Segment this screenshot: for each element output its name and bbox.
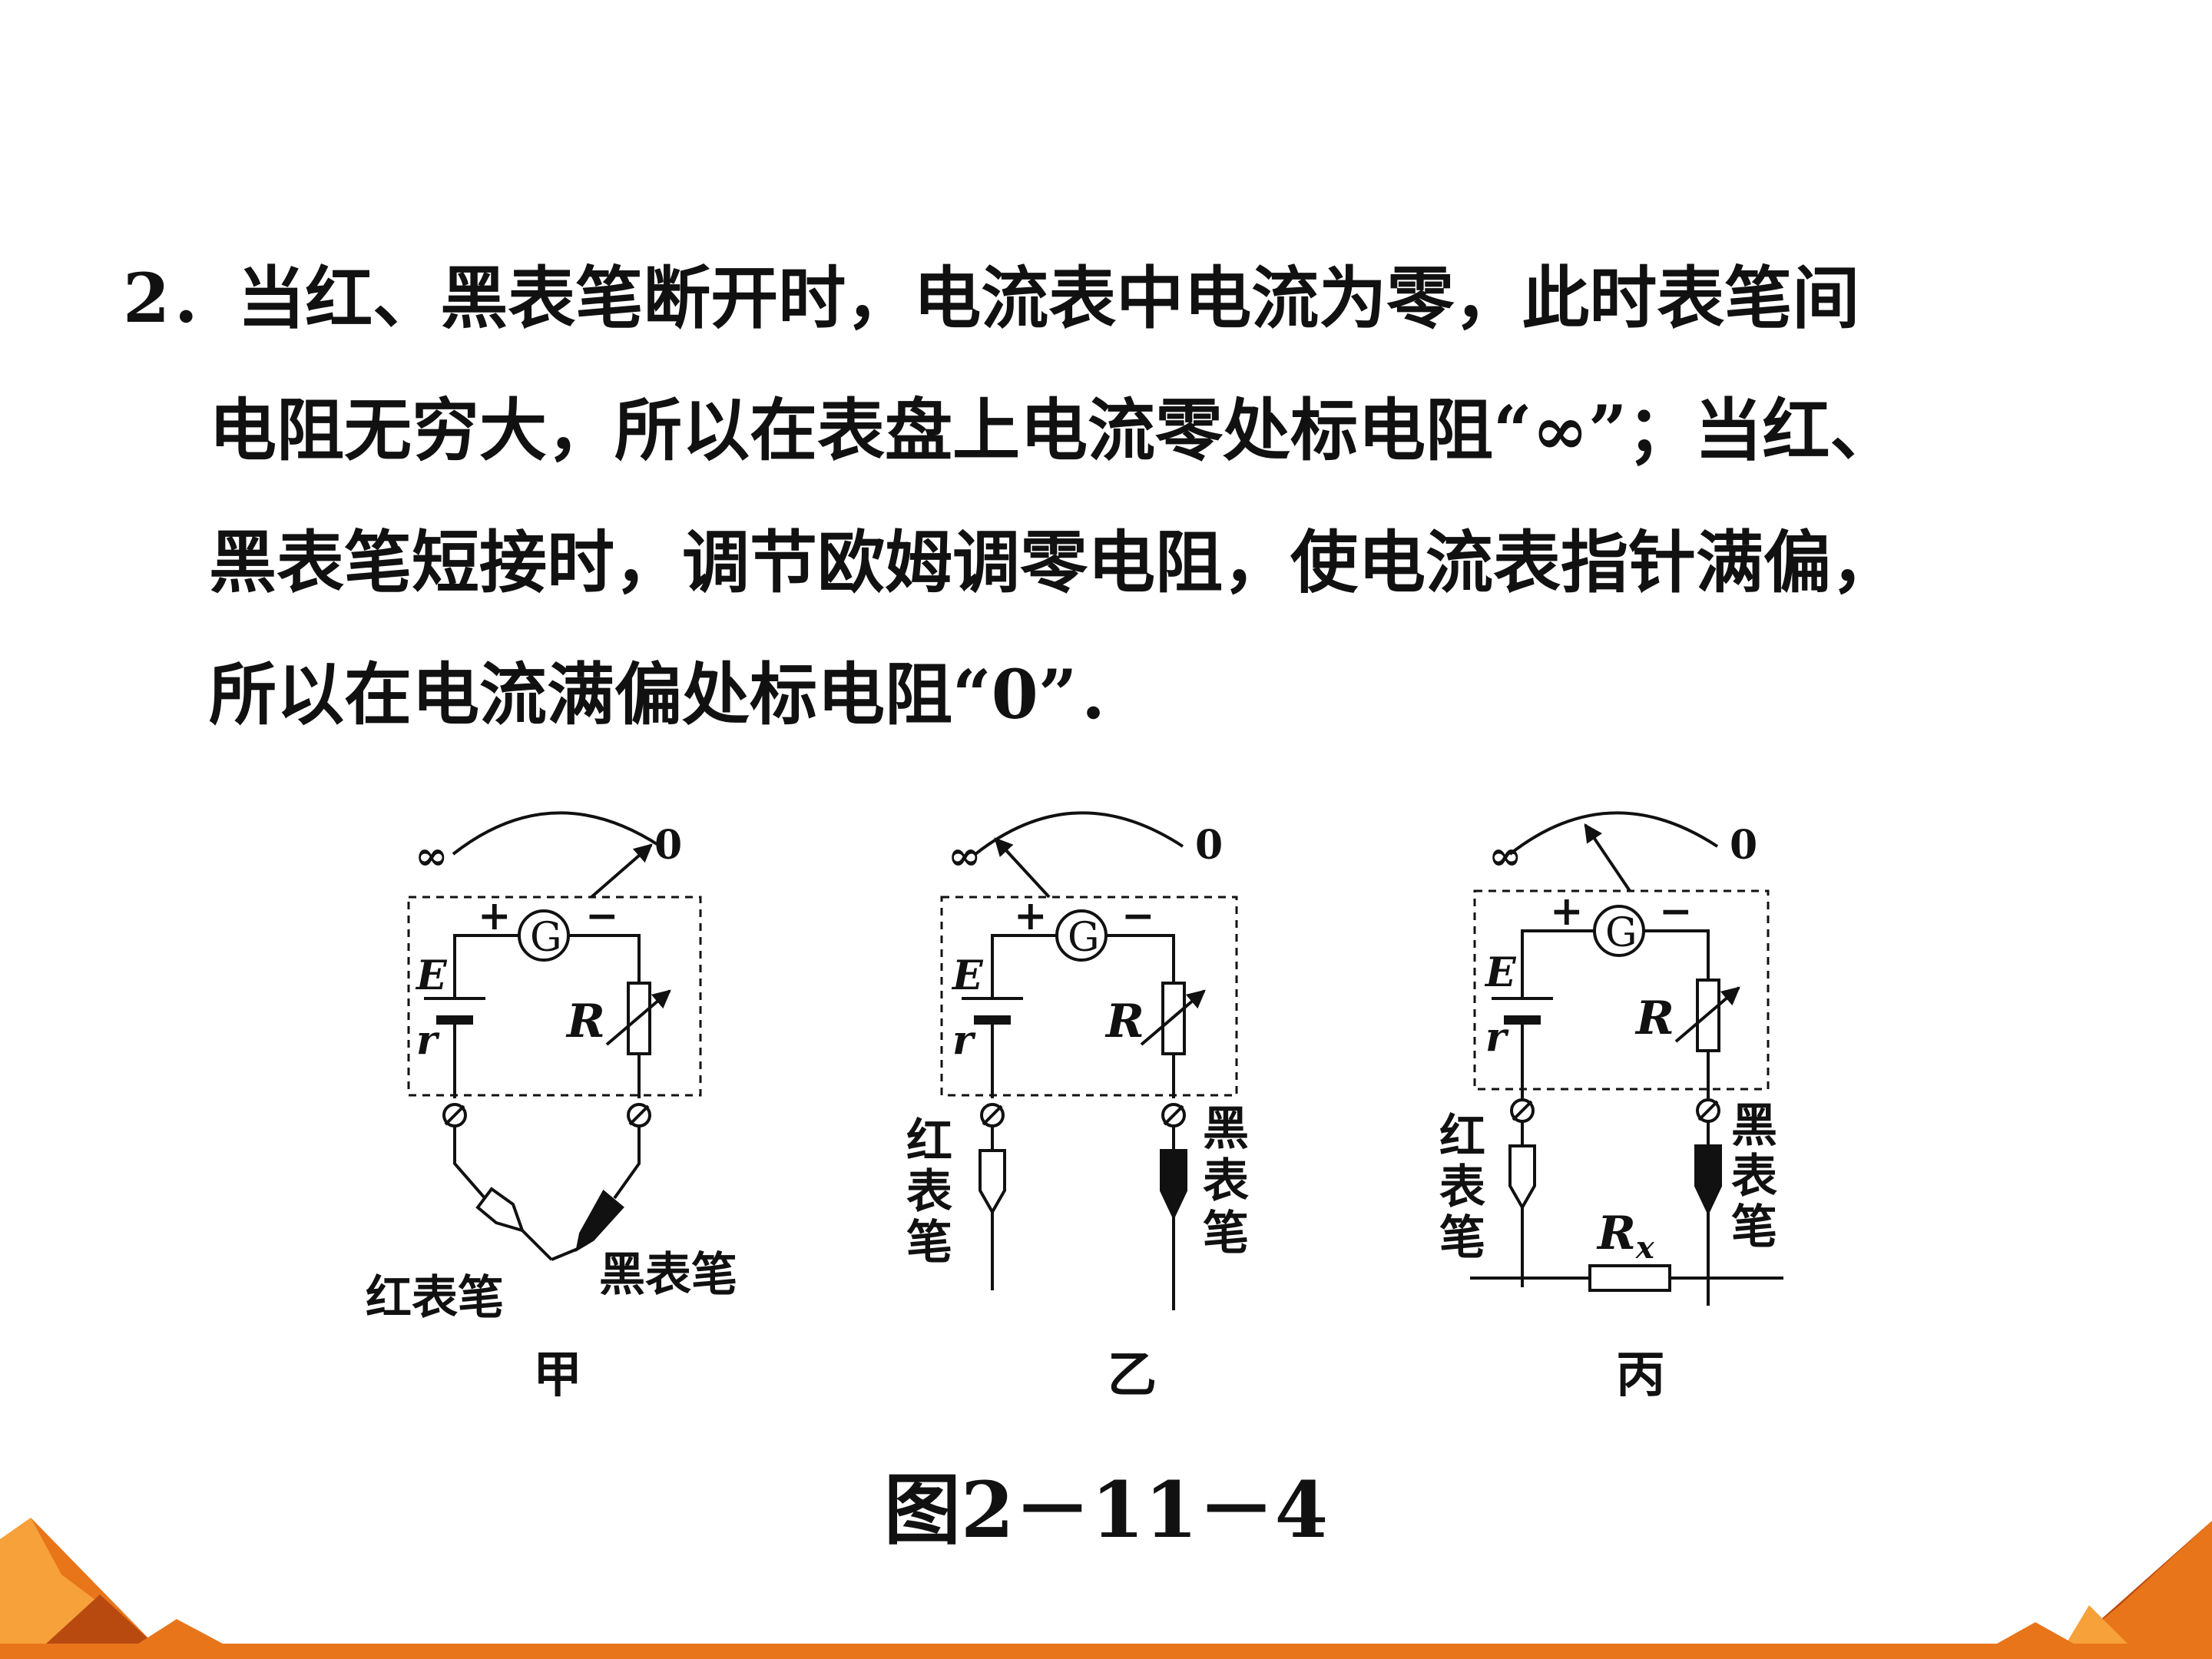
figure-caption: 图2－11－4: [883, 1465, 1329, 1555]
galvanometer-label: G: [1605, 910, 1637, 956]
black-probe-char-3: 笔: [1731, 1200, 1777, 1254]
scale-zero: 0: [1195, 822, 1223, 869]
scale-infinity: ∞: [415, 833, 448, 879]
meter-needle: [994, 837, 1051, 899]
meter-scale-arc: [452, 811, 662, 856]
plus-sign: +: [1014, 892, 1048, 939]
black-probe-char-2: 表: [1203, 1154, 1249, 1208]
black-probe-char-1: 黑: [1731, 1099, 1777, 1153]
panel-label-yi: 乙: [1108, 1346, 1157, 1404]
internal-r-label: r: [952, 1017, 976, 1064]
meter-housing-box: [1473, 889, 1770, 1091]
plus-sign: +: [1550, 888, 1584, 935]
black-probe-icon: [1160, 1149, 1187, 1310]
red-probe-char-1: 红: [1439, 1110, 1485, 1164]
red-probe-char-2: 表: [906, 1165, 952, 1219]
red-probe-char-3: 笔: [1439, 1211, 1485, 1265]
rheostat-label: R: [1104, 995, 1144, 1048]
plus-sign: +: [478, 892, 512, 939]
black-probe-label: 黑表笔: [599, 1248, 737, 1302]
panel-label-bing: 丙: [1616, 1346, 1665, 1404]
paragraph-line-4: 所以在电流满偏处标电阻“0”．: [209, 654, 1145, 734]
rx-label: Rx: [1596, 1207, 1655, 1266]
galvanometer-label: G: [1068, 915, 1100, 961]
emf-label: E: [1484, 949, 1517, 996]
scale-infinity: ∞: [1488, 833, 1522, 879]
internal-r-label: r: [1485, 1014, 1509, 1061]
meter-needle: [1584, 823, 1631, 892]
footer-decoration: [0, 1518, 2212, 1659]
panel-jia: [407, 811, 702, 1261]
red-probe-char-1: 红: [906, 1114, 952, 1168]
scale-infinity: ∞: [948, 833, 981, 879]
red-probe-icon: [1508, 1144, 1536, 1287]
paragraph-line-3: 黑表笔短接时，调节欧姆调零电阻，使电流表指针满偏，: [209, 522, 1899, 602]
panel-bing: [1470, 811, 1783, 1306]
scale-zero: 0: [654, 822, 682, 869]
panel-label-jia: 甲: [533, 1346, 582, 1404]
black-probe-icon: [551, 1189, 624, 1261]
red-probe-char-2: 表: [1439, 1161, 1485, 1214]
meter-scale-arc: [974, 811, 1184, 856]
resistor-rx: [1588, 1264, 1671, 1292]
minus-sign: −: [585, 892, 619, 939]
minus-sign: −: [1659, 888, 1693, 935]
red-probe-char-3: 笔: [906, 1216, 952, 1270]
emf-label: E: [415, 952, 448, 999]
emf-label: E: [951, 952, 984, 999]
red-probe-icon: [475, 1187, 553, 1261]
scale-zero: 0: [1730, 822, 1757, 869]
minus-sign: −: [1121, 892, 1155, 939]
red-probe-label: 红表笔: [366, 1271, 504, 1325]
galvanometer-label: G: [530, 915, 562, 961]
rheostat-label: R: [565, 995, 605, 1048]
black-probe-char-1: 黑: [1203, 1102, 1249, 1156]
panel-yi: [940, 811, 1238, 1310]
paragraph-line-1: 2．当红、黑表笔断开时，电流表中电流为零，此时表笔间: [123, 258, 1860, 338]
red-probe-icon: [979, 1149, 1006, 1290]
meter-housing-box: [940, 896, 1238, 1097]
black-probe-char-3: 笔: [1203, 1207, 1249, 1260]
meter-scale-arc: [1508, 811, 1719, 856]
paragraph-line-2: 电阻无穷大，所以在表盘上电流零处标电阻“∞”；当红、: [209, 390, 1898, 470]
meter-housing-box: [407, 896, 702, 1097]
black-probe-icon: [1694, 1144, 1722, 1306]
black-probe-char-2: 表: [1731, 1150, 1777, 1204]
internal-r-label: r: [416, 1017, 440, 1064]
rheostat-label: R: [1634, 992, 1674, 1045]
meter-needle: [590, 843, 653, 899]
